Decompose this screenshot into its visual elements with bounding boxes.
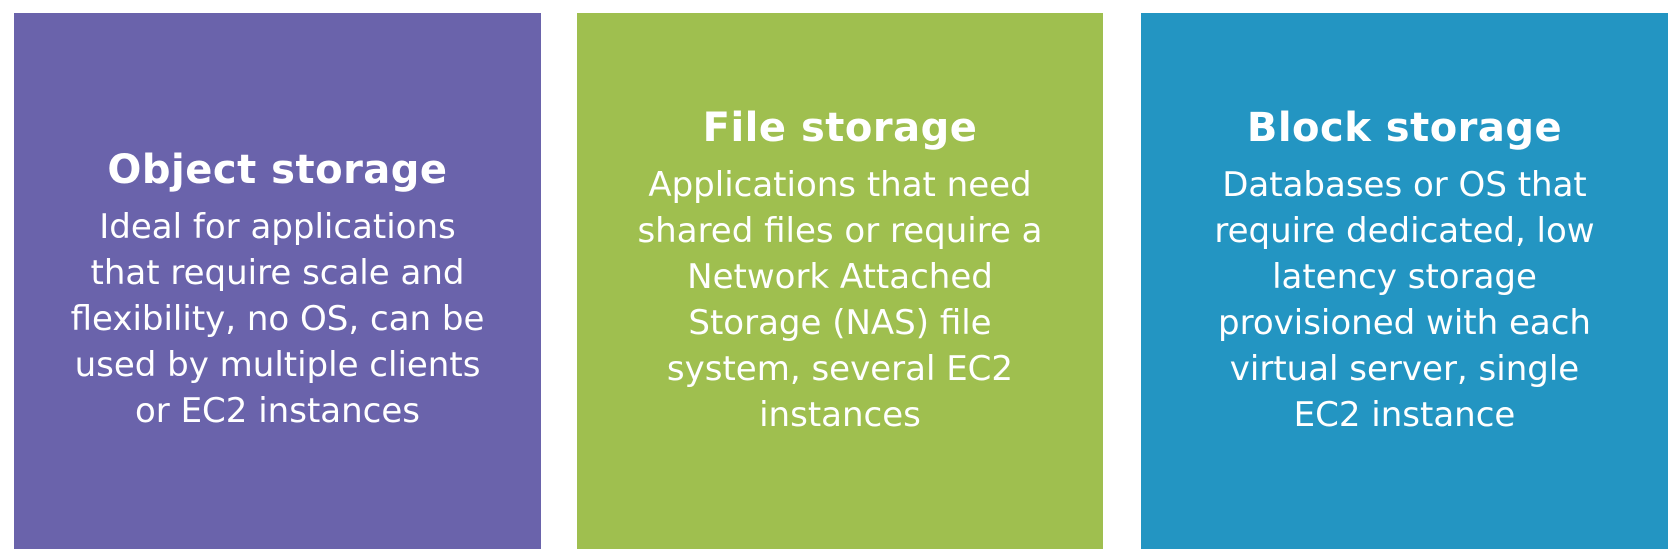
description-line: Applications that need [648,165,1032,205]
description-line: latency storage [1272,257,1537,297]
description-line: require dedicated, low [1214,211,1595,251]
description-line: virtual server, single [1229,349,1580,389]
block-storage-title: Block storage [1246,105,1563,151]
description-line: Ideal for applications [99,207,456,247]
block-storage-content: Block storage Databases or OS that requi… [1214,104,1594,458]
block-storage-description: Databases or OS that require dedicated, … [1214,162,1594,438]
block-storage-card: Block storage Databases or OS that requi… [1141,13,1668,549]
description-line: EC2 instance [1293,395,1516,435]
description-line: Network Attached [687,257,993,297]
file-storage-card: File storage Applications that need shar… [577,13,1103,549]
object-storage-card: Object storage Ideal for applications th… [14,13,541,549]
description-line: shared files or require a [637,211,1043,251]
file-storage-title: File storage [702,105,978,151]
description-line: system, several EC2 [666,349,1014,389]
file-storage-description: Applications that need shared files or r… [637,162,1042,438]
description-line: Databases or OS that [1222,165,1587,205]
description-line: flexibility, no OS, can be [70,299,485,339]
description-line: or EC2 instances [134,391,420,431]
description-line: used by multiple clients [74,345,481,385]
description-line: that require scale and [90,253,465,293]
file-storage-content: File storage Applications that need shar… [637,104,1042,458]
description-line: Storage (NAS) file [688,303,992,343]
object-storage-content: Object storage Ideal for applications th… [71,128,485,434]
object-storage-title: Object storage [107,147,448,193]
object-storage-description: Ideal for applications that require scal… [71,204,485,434]
description-line: provisioned with each [1218,303,1591,343]
description-line: instances [759,395,921,435]
